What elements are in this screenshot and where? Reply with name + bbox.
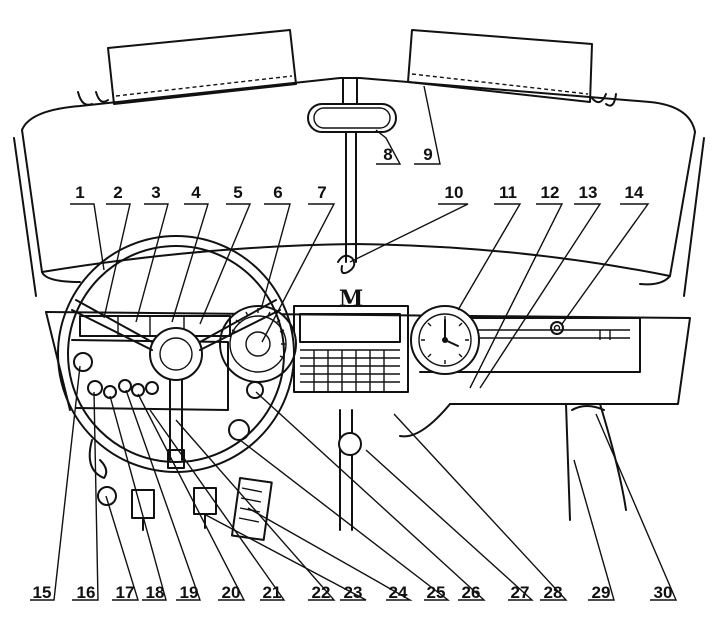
label-19: 19: [180, 583, 199, 602]
label-7: 7: [317, 183, 326, 202]
label-6: 6: [273, 183, 282, 202]
label-21: 21: [263, 583, 282, 602]
ignition-switch-icon: [73, 352, 93, 372]
logo-text: M: [339, 286, 363, 312]
label-28: 28: [544, 583, 563, 602]
leader-lines-bottom: [30, 365, 678, 601]
wiper-knob-icon: [337, 254, 356, 275]
label-22: 22: [312, 583, 331, 602]
label-13: 13: [579, 183, 598, 202]
label-18: 18: [146, 583, 165, 602]
label-group-bottom: 15 16 17 18 19 20 21 22 23 24 25 26 27 2…: [33, 583, 673, 602]
label-15: 15: [33, 583, 52, 602]
label-3: 3: [151, 183, 160, 202]
label-12: 12: [541, 183, 560, 202]
sun-visor-right: [407, 29, 617, 107]
label-16: 16: [77, 583, 96, 602]
label-27: 27: [511, 583, 530, 602]
label-23: 23: [344, 583, 363, 602]
label-1: 1: [75, 183, 84, 202]
label-25: 25: [427, 583, 446, 602]
label-14: 14: [625, 183, 644, 202]
label-29: 29: [592, 583, 611, 602]
rear-view-mirror: [307, 103, 397, 275]
leader-lines-top: [70, 85, 650, 389]
sun-visor-left: [77, 29, 297, 106]
dashboard-panel: [45, 305, 691, 531]
pedals-and-levers: [88, 405, 605, 541]
label-group-top: 1 2 3 4 5 6 7 8 9 10 11 12 13 14: [75, 145, 644, 202]
label-10: 10: [445, 183, 464, 202]
label-5: 5: [233, 183, 242, 202]
label-24: 24: [389, 583, 408, 602]
steering-wheel: [57, 235, 295, 473]
label-4: 4: [191, 183, 201, 202]
label-17: 17: [116, 583, 135, 602]
label-26: 26: [462, 583, 481, 602]
label-30: 30: [654, 583, 673, 602]
label-2: 2: [113, 183, 122, 202]
speedometer-icon: [219, 305, 297, 383]
label-9: 9: [423, 145, 432, 164]
label-11: 11: [499, 183, 517, 202]
clock-icon: [410, 305, 480, 375]
label-8: 8: [383, 145, 392, 164]
label-20: 20: [222, 583, 241, 602]
